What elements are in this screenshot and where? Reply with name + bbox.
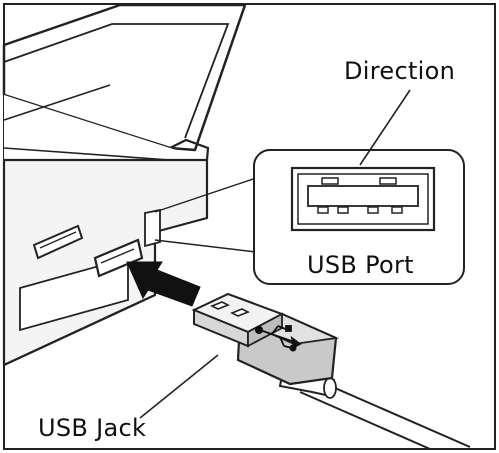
laptop-usb-port xyxy=(93,238,144,278)
laptop-base-top-edge xyxy=(3,84,111,121)
usb-cable xyxy=(311,377,471,448)
usb-port-label: USB Port xyxy=(307,251,414,279)
usb-cable-2 xyxy=(299,391,431,450)
usb-jack-label: USB Jack xyxy=(38,414,147,442)
direction-leader xyxy=(359,89,411,166)
callout-line-top xyxy=(154,177,257,213)
laptop-base-top-edge-2 xyxy=(3,147,171,161)
laptop-hinge xyxy=(169,138,210,161)
inset-port-pins xyxy=(317,177,403,214)
usb-plug-shell-holes xyxy=(210,301,250,317)
inset-port-tongue xyxy=(307,185,419,207)
port-recess xyxy=(144,208,161,248)
direction-label: Direction xyxy=(344,57,456,85)
usb-plug-ring xyxy=(323,377,337,399)
insert-arrow-icon xyxy=(126,261,201,307)
laptop-base-bottom xyxy=(3,294,156,366)
usb-symbol-icon xyxy=(254,325,302,352)
side-slot-inner xyxy=(39,231,77,249)
usb-jack-leader xyxy=(139,354,219,419)
callout-line-bottom xyxy=(154,239,257,253)
laptop-screen-bezel xyxy=(3,23,230,139)
laptop-usb-port-tongue xyxy=(100,248,135,264)
